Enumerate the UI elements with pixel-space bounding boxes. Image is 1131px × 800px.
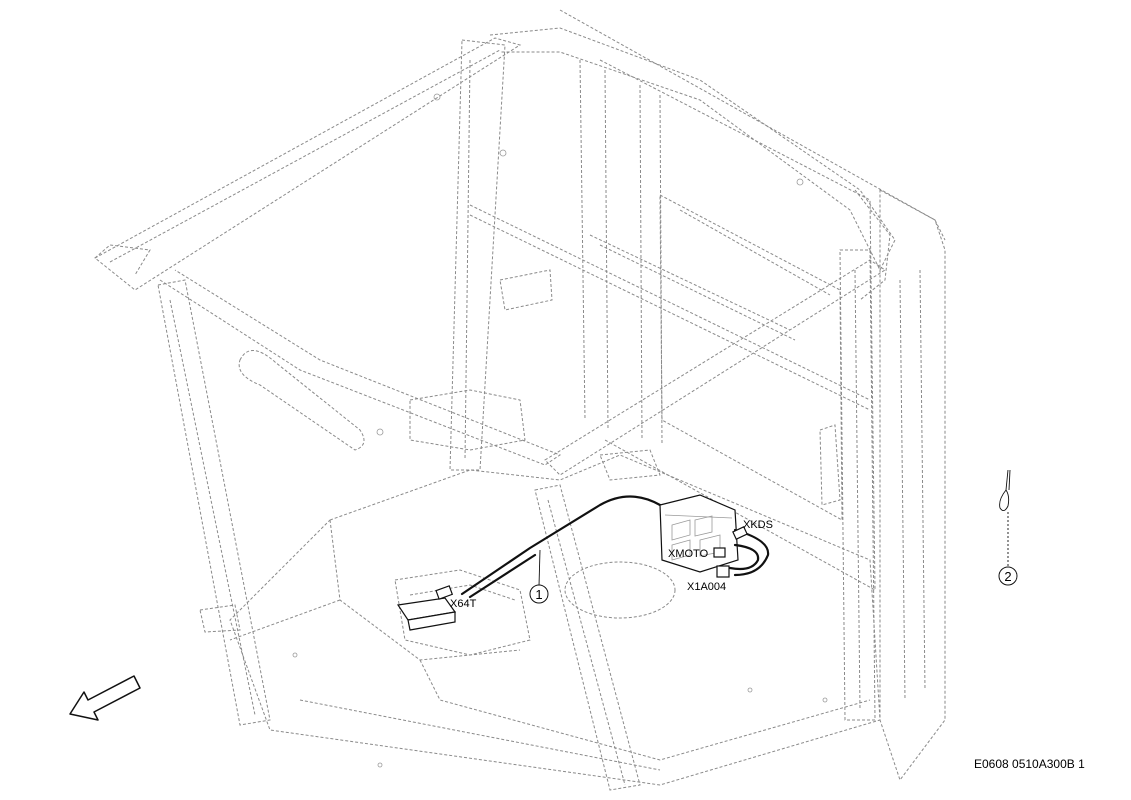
connector-x1a004 bbox=[716, 565, 730, 578]
callout-2-number: 2 bbox=[1004, 569, 1011, 584]
callout-2: 2 bbox=[998, 512, 1018, 586]
fuse-relay-block bbox=[659, 494, 739, 573]
label-xmoto: XMOTO bbox=[668, 548, 709, 560]
connector-x64t bbox=[396, 585, 457, 631]
cable-tie-icon bbox=[999, 469, 1011, 511]
label-x1a004: X1A004 bbox=[687, 581, 726, 593]
label-xkds: XKDS bbox=[743, 519, 773, 531]
callout-1-number: 1 bbox=[535, 587, 542, 602]
connector-xmoto bbox=[713, 547, 726, 558]
callout-1: 1 bbox=[529, 549, 549, 604]
drawing-reference: E0608 0510A300B 1 bbox=[974, 757, 1085, 771]
connector-xkds bbox=[732, 526, 748, 540]
arrow-down-left-icon bbox=[69, 675, 141, 721]
label-x64t: X64T bbox=[450, 598, 477, 610]
cab-frame bbox=[94, 9, 946, 791]
